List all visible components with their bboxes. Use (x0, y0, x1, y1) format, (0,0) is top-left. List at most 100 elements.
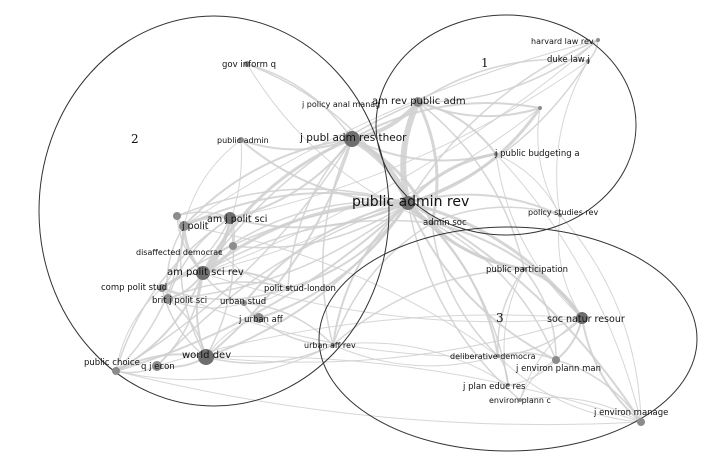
node-label-am-rev-public-adm: am rev public adm (372, 96, 466, 107)
edge-j_environ_plann_man--environ_plann_c (519, 359, 557, 401)
node-unlabeled-b[interactable] (229, 242, 237, 250)
edge-j_publ_adm_res_theor--world_dev (205, 138, 353, 358)
edge-world_dev--urban_aff_rev (205, 344, 334, 364)
node-urban-stud[interactable] (241, 300, 247, 306)
node-am-polit-sci-rev[interactable] (196, 266, 210, 280)
edge-public_choice--urban_aff_rev (115, 344, 334, 381)
edge-j_publ_adm_res_theor--j_polit (183, 138, 353, 227)
edge-public_choice--comp_polit_stud (115, 287, 163, 372)
edge-admin_soc--j_environ_plann_man (431, 222, 557, 361)
node-label-am-j-polit-sci: am j polit sci (207, 214, 267, 225)
edge-public_admin_rev--urban_stud (243, 202, 409, 304)
node-j-policy-anal-manag[interactable] (538, 106, 542, 110)
edge-public_admin_rev--j_urban_aff (258, 202, 409, 319)
edge-disaffected_democrac--polit_stud_london (219, 251, 289, 289)
node-public-admin[interactable] (238, 137, 244, 143)
node-label-j-plan-educ-res: j plan educ res (462, 382, 526, 392)
edge-am_rev_public_adm--j_policy_anal_manag (417, 101, 541, 118)
edge-public_admin_rev--j_polit (183, 191, 409, 227)
node-polit-stud-london[interactable] (286, 286, 290, 290)
node-j-environ-plann-man[interactable] (552, 356, 560, 364)
node-label-public-choice: public choice (84, 358, 140, 368)
edge-world_dev--public_choice (115, 353, 207, 372)
node-q-j-econ[interactable] (152, 361, 162, 371)
label-layer: harvard law rev duke law j am rev public a… (84, 37, 668, 418)
edge-world_dev--j_environ_manage (205, 355, 642, 423)
node-policy-studies-rev[interactable] (558, 213, 562, 217)
edge-am_polit_sci_rev--public_choice (115, 272, 204, 372)
node-j-urban-aff[interactable] (254, 313, 264, 323)
edge-am_rev_public_adm--admin_soc (416, 100, 439, 225)
edge-q_j_econ--soc_natur_resour (156, 314, 583, 367)
node-admin-soc[interactable] (430, 221, 434, 225)
node-am-j-polit-sci[interactable] (224, 212, 236, 224)
node-label-q-j-econ: q j econ (141, 362, 175, 372)
node-label-gov-inform-q: gov inform q (222, 60, 276, 70)
node-duke-law-j[interactable] (586, 59, 590, 63)
edge-admin_soc--soc_natur_resour (431, 222, 583, 319)
node-label-urban-aff-rev: urban aff rev (304, 341, 356, 350)
node-disaffected-democrac[interactable] (218, 250, 222, 254)
node-environ-plann-c[interactable] (518, 398, 522, 402)
cluster-number-3: 3 (496, 311, 504, 325)
node-j-plan-educ-res[interactable] (506, 383, 510, 387)
node-j-publ-adm-res-theor[interactable] (344, 131, 360, 147)
edge-j_policy_anal_manag--policy_studies_rev (537, 107, 561, 216)
node-brit-j-polit-sci[interactable] (163, 294, 173, 304)
node-unlabeled-a[interactable] (173, 212, 181, 220)
edge-soc_natur_resour--deliberative_democra (497, 317, 583, 357)
edge-public_participation--j_environ_plann_man (523, 268, 557, 361)
node-public-admin-rev[interactable] (401, 196, 415, 210)
node-label-public-admin: public admin (217, 136, 269, 145)
node-label-j-public-budgeting: j public budgeting a (494, 149, 580, 159)
edge-am_j_polit_sci--world_dev (205, 217, 235, 358)
node-label-polit-stud-london: polit stud-london (264, 284, 336, 294)
edge-public_choice--j_environ_manage (115, 370, 642, 426)
edge-j_publ_adm_res_theor--public_choice (115, 138, 353, 372)
edge-am_rev_public_adm--harvard_law_rev (417, 39, 599, 103)
edge-public_admin_rev--q_j_econ (156, 202, 409, 367)
node-urban-aff-rev[interactable] (331, 343, 335, 347)
edge-public_admin_rev--public_admin (240, 139, 409, 204)
node-public-participation[interactable] (522, 267, 526, 271)
edge-am_polit_sci_rev--q_j_econ (156, 272, 204, 367)
edge-comp_polit_stud--deliberative_democra (161, 287, 499, 357)
edge-j_publ_adm_res_theor--public_admin (240, 138, 353, 151)
edge-j_polit--brit_j_polit_sci (166, 225, 185, 300)
node-public-choice[interactable] (112, 367, 120, 375)
edge-urban_aff_rev--j_plan_educ_res (332, 342, 509, 386)
node-layer (112, 38, 645, 426)
node-gov-inform-q[interactable] (244, 61, 250, 67)
edge-duke_law_j--am_j_polit_sci (229, 60, 589, 219)
edge-public_admin_rev--brit_j_polit_sci (167, 202, 409, 300)
node-j-public-budgeting[interactable] (494, 152, 498, 156)
node-deliberative-democra[interactable] (496, 354, 500, 358)
node-am-rev-public-adm[interactable] (413, 97, 423, 107)
node-label-public-admin-rev: public admin rev (352, 194, 469, 210)
edge-j_public_budgeting--soc_natur_resour (495, 153, 583, 319)
edge-duke_law_j--policy_studies_rev (556, 60, 589, 216)
node-label-duke-law-j: duke law j (547, 55, 590, 65)
edge-public_admin_rev--j_environ_plann_man (407, 202, 557, 361)
node-world-dev[interactable] (198, 349, 214, 365)
edge-am_rev_public_adm--public_participation (417, 101, 525, 270)
node-j-environ-manage[interactable] (637, 418, 645, 426)
node-comp-polit-stud[interactable] (158, 284, 166, 292)
node-soc-natur-resour[interactable] (576, 312, 588, 324)
node-label-public-participation: public participation (486, 265, 568, 275)
node-label-policy-studies-rev: policy studies rev (528, 208, 598, 217)
edge-urban_stud--urban_aff_rev (243, 302, 334, 346)
cluster-outline-2 (38, 15, 390, 407)
cluster-number-1: 1 (481, 56, 489, 70)
edge-j_policy_anal_manag--am_polit_sci_rev (202, 107, 541, 274)
edge-environ_plann_c--j_environ_manage (519, 396, 642, 423)
cluster-layer: 1 2 3 (38, 14, 698, 452)
edge-j_environ_plann_man--deliberative_democra (497, 351, 557, 361)
edge-am_polit_sci_rev--polit_stud_london (202, 270, 289, 289)
edge-soc_natur_resour--environ_plann_c (519, 317, 583, 401)
node-j-polit[interactable] (179, 221, 189, 231)
edge-public_participation--soc_natur_resour (523, 268, 583, 319)
node-label-harvard-law-rev: harvard law rev (531, 37, 594, 46)
node-harvard-law-rev[interactable] (596, 38, 600, 42)
